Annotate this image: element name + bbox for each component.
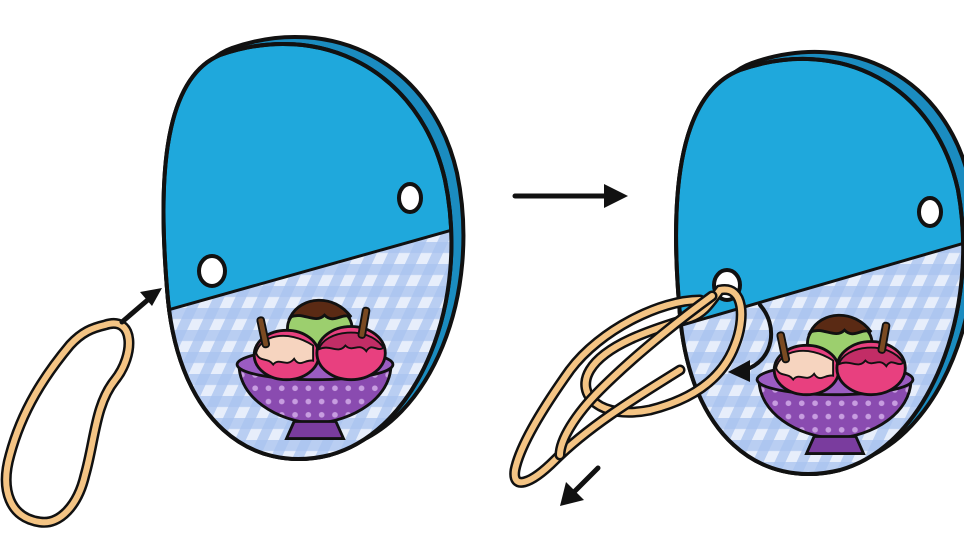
pull-arrow-icon bbox=[560, 468, 598, 506]
arrow-icon bbox=[122, 288, 162, 322]
step-1-panel bbox=[6, 37, 480, 522]
hole-left-upper bbox=[399, 184, 421, 212]
rubber-band-icon bbox=[6, 323, 129, 522]
step-transition-arrow-icon bbox=[515, 184, 628, 208]
hole-right-upper bbox=[919, 198, 941, 226]
step-2-panel bbox=[515, 52, 964, 506]
hole-left-lower bbox=[199, 256, 225, 286]
